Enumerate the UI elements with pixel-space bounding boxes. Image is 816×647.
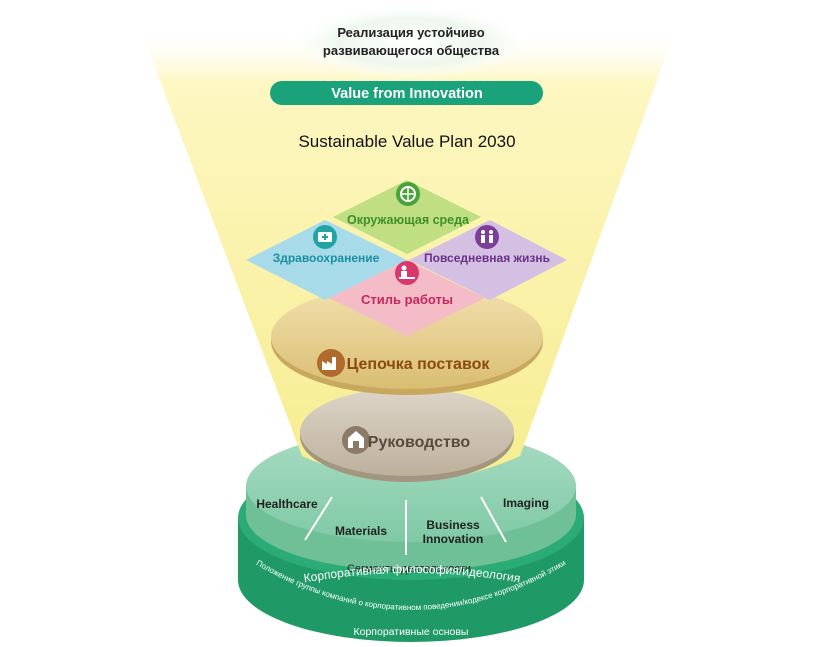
- environment-diamond: [333, 180, 481, 254]
- work-style-diamond: [329, 260, 485, 336]
- segment-imaging: Imaging: [503, 496, 549, 510]
- factory-icon: [317, 349, 345, 377]
- family-icon: [475, 225, 499, 249]
- foundation-label: Корпоративные основы: [354, 626, 469, 638]
- goal-line-2: развивающегося общества: [323, 43, 500, 58]
- building-icon: [342, 426, 370, 454]
- value-funnel: [140, 28, 676, 481]
- value-banner: [270, 81, 543, 105]
- goal-cloud: [289, 4, 533, 80]
- daily-life-diamond: [409, 220, 567, 300]
- supply-chain-label: Цепочка поставок: [347, 356, 491, 373]
- daily-life-label: Повседневная жизнь: [424, 251, 550, 265]
- desk-worker-icon: [395, 261, 419, 285]
- governance-label: Руководство: [368, 434, 471, 451]
- healthcare-label: Здравоохранение: [273, 251, 380, 265]
- segments-caption: Сегменты деятельности: [347, 563, 471, 575]
- segment-business-line-1: Business: [426, 518, 480, 532]
- governance-disc: [300, 388, 514, 482]
- segment-healthcare: Healthcare: [256, 497, 318, 511]
- environment-label: Окружающая среда: [347, 213, 470, 227]
- work-style-label: Стиль работы: [361, 292, 453, 307]
- plan-title: Sustainable Value Plan 2030: [298, 132, 515, 151]
- banner-label: Value from Innovation: [331, 86, 482, 102]
- segment-business-line-2: Innovation: [423, 532, 484, 546]
- healthcare-diamond: [246, 220, 407, 300]
- segment-divider: [480, 496, 507, 543]
- goal-line-1: Реализация устойчиво: [337, 25, 484, 40]
- segment-materials: Materials: [335, 524, 387, 538]
- globe-icon: [396, 182, 420, 206]
- segment-divider: [304, 496, 333, 541]
- first-aid-icon: [313, 225, 337, 249]
